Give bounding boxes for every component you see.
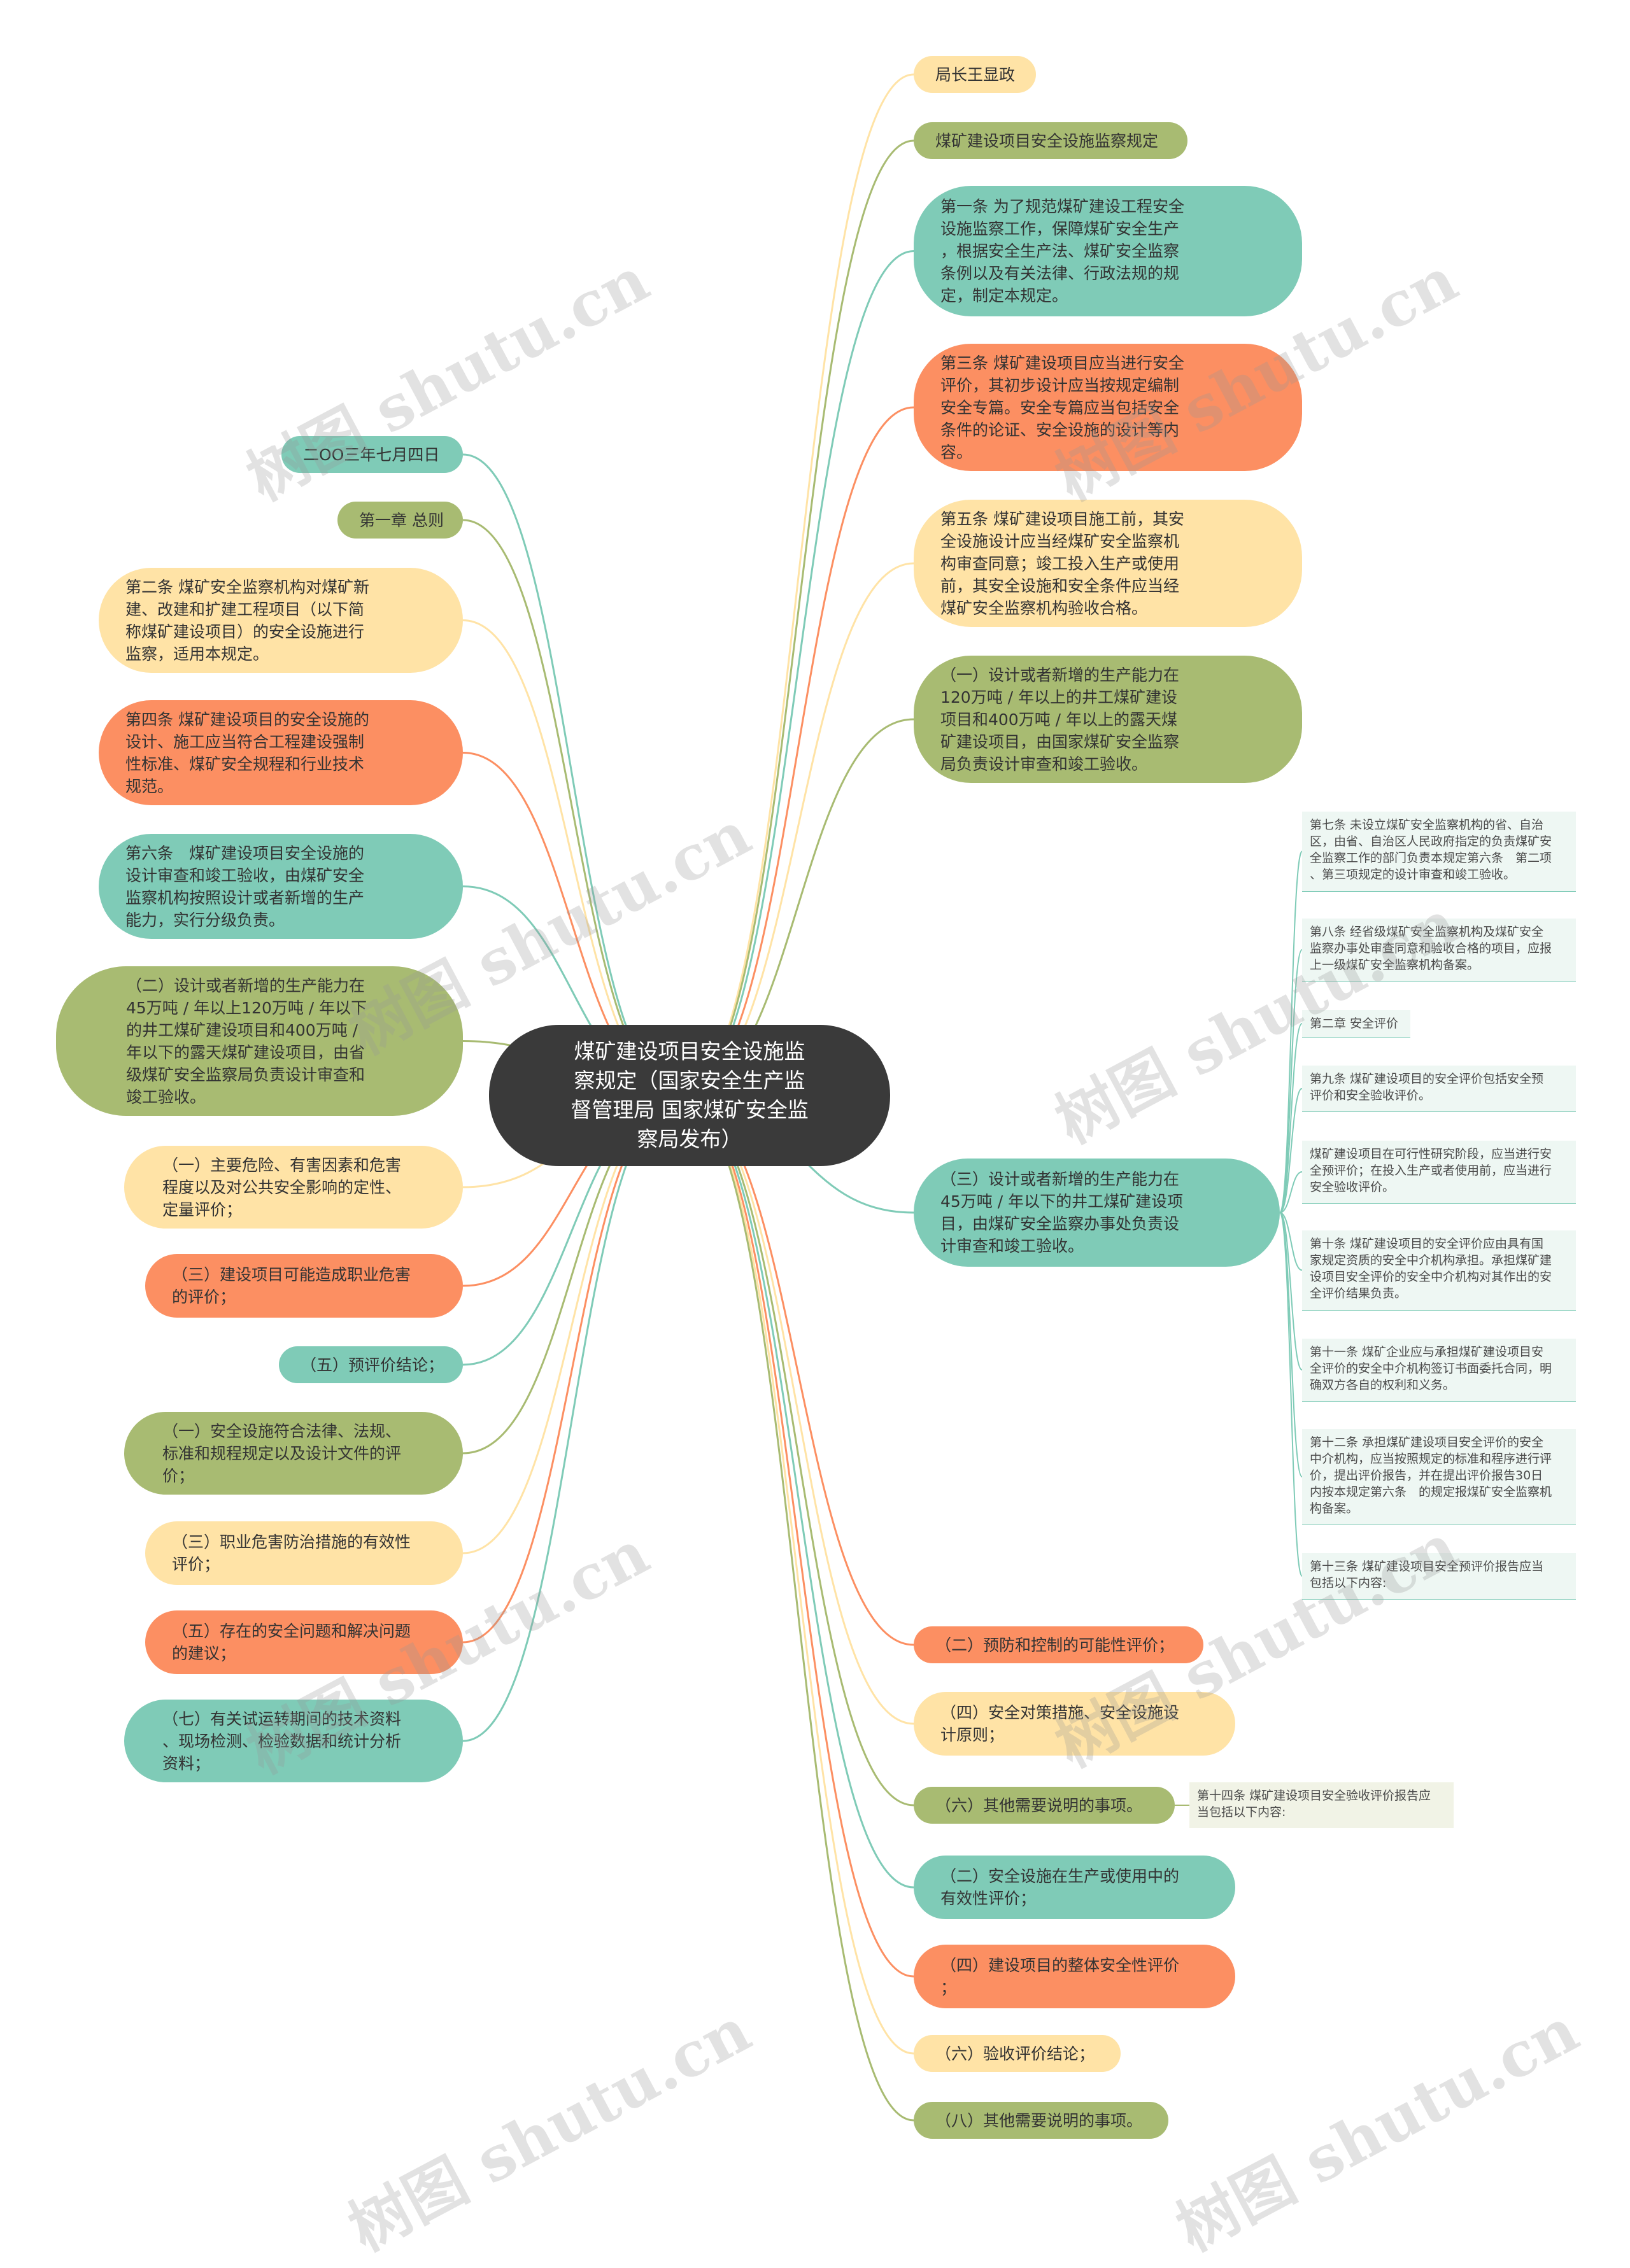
branch-connector: [462, 453, 682, 1097]
left-node-article-6[interactable]: 第六条 煤矿建设项目安全设施的 设计审查和竣工验收，由煤矿安全 监察机构按照设计…: [99, 834, 463, 939]
branch-connector: [681, 1094, 914, 2055]
sub-leaf-article-8[interactable]: 第八条 经省级煤矿安全监察机构及煤矿安全 监察办事处审查同意和验收合格的项目，应…: [1302, 919, 1576, 981]
right-node-article-1[interactable]: 第一条 为了规范煤矿建设工程安全 设施监察工作，保障煤矿安全生产 ，根据安全生产…: [914, 186, 1302, 316]
branch-connector: [462, 1094, 682, 1644]
branch-connector: [681, 1094, 914, 1646]
leaf-connector: [1279, 850, 1303, 1213]
right-node-article-3[interactable]: 第三条 煤矿建设项目应当进行安全 评价，其初步设计应当按规定编制 安全专篇。安全…: [914, 344, 1302, 471]
left-node-occupational-measures[interactable]: （三）职业危害防治措施的有效性 评价；: [145, 1521, 463, 1585]
sub-leaf-article-13[interactable]: 第十三条 煤矿建设项目安全预评价报告应当 包括以下内容:: [1302, 1553, 1576, 1599]
right-node-article-5[interactable]: 第五条 煤矿建设项目施工前，其安 全设施设计应当经煤矿安全监察机 构审查同意；竣…: [914, 500, 1302, 627]
right-node-other-matters-2[interactable]: （八）其他需要说明的事项。: [914, 2102, 1168, 2139]
left-node-safety-problems[interactable]: （五）存在的安全问题和解决问题 的建议；: [145, 1610, 463, 1674]
right-node-facility-effectiveness[interactable]: （二）安全设施在生产或使用中的 有效性评价；: [914, 1856, 1235, 1919]
sub-leaf-article-12[interactable]: 第十二条 承担煤矿建设项目安全评价的安全 中介机构，应当按照规定的标准和程序进行…: [1302, 1429, 1576, 1525]
left-node-article-4[interactable]: 第四条 煤矿建设项目的安全设施的 设计、施工应当符合工程建设强制 性标准、煤矿安…: [99, 700, 463, 805]
left-node-compliance-eval[interactable]: （一）安全设施符合法律、法规、 标准和规程规定以及设计文件的评 价；: [124, 1412, 463, 1495]
leaf-connector: [1279, 1212, 1303, 1477]
branch-connector: [681, 139, 914, 1097]
leaf-connector: [1279, 1212, 1303, 1370]
right-node-regulation-title[interactable]: 煤矿建设项目安全设施监察规定: [914, 122, 1187, 159]
left-node-chapter-1[interactable]: 第一章 总则: [337, 502, 463, 539]
right-node-other-matters-1[interactable]: （六）其他需要说明的事项。: [914, 1787, 1175, 1824]
branch-connector: [681, 1094, 914, 1978]
left-node-occupational-hazard[interactable]: （三）建设项目可能造成职业危害 的评价；: [145, 1254, 463, 1318]
branch-connector: [681, 562, 914, 1097]
branch-connector: [681, 73, 914, 1097]
leaf-connector: [1279, 1171, 1303, 1213]
branch-connector: [681, 406, 914, 1097]
right-node-overall-safety[interactable]: （四）建设项目的整体安全性评价 ；: [914, 1945, 1235, 2008]
sub-leaf-article-7[interactable]: 第七条 未设立煤矿安全监察机构的省、自治 区，由省、自治区人民政府指定的负责煤矿…: [1302, 812, 1576, 891]
left-node-trial-run-data[interactable]: （七）有关试运转期间的技术资料 、现场检测、检验数据和统计分析 资料；: [124, 1700, 463, 1782]
left-node-article-2[interactable]: 第二条 煤矿安全监察机构对煤矿新 建、改建和扩建工程项目（以下简 称煤矿建设项目…: [99, 568, 463, 673]
sub-leaf-feasibility-stage[interactable]: 煤矿建设项目在可行性研究阶段，应当进行安 全预评价；在投入生产或者使用前，应当进…: [1302, 1141, 1576, 1203]
branch-connector: [681, 1094, 914, 2122]
leaf-connector: [1279, 1088, 1303, 1213]
sub-leaf-article-9[interactable]: 第九条 煤矿建设项目的安全评价包括安全预 评价和安全验收评价。: [1302, 1066, 1576, 1111]
branch-connector: [681, 1094, 914, 1889]
sub-leaf-article-10[interactable]: 第十条 煤矿建设项目的安全评价应由具有国 家规定资质的安全中介机构承担。承担煤矿…: [1302, 1230, 1576, 1310]
right-node-director[interactable]: 局长王显政: [914, 56, 1036, 93]
branch-connector: [681, 1094, 914, 1807]
sub-leaf-article-11[interactable]: 第十一条 煤矿企业应与承担煤矿建设项目安 全评价的安全中介机构签订书面委托合同，…: [1302, 1339, 1576, 1401]
leaf-connector: [1279, 1023, 1303, 1213]
left-node-date[interactable]: 二OO三年七月四日: [281, 436, 463, 473]
sub-leaf-article-14[interactable]: 第十四条 煤矿建设项目安全验收评价报告应 当包括以下内容:: [1189, 1782, 1454, 1828]
left-node-pre-eval-conclusion[interactable]: （五）预评价结论；: [279, 1346, 463, 1383]
left-node-hazard-eval[interactable]: （一）主要危险、有害因素和危害 程度以及对公共安全影响的定性、 定量评价；: [124, 1146, 463, 1229]
right-node-acceptance-conclusion[interactable]: （六）验收评价结论；: [914, 2035, 1121, 2072]
sub-leaf-chapter-2[interactable]: 第二章 安全评价: [1302, 1010, 1410, 1037]
branch-connector: [681, 250, 914, 1097]
root-topic[interactable]: 煤矿建设项目安全设施监 察规定（国家安全生产监 督管理局 国家煤矿安全监 察局发…: [489, 1025, 890, 1166]
right-node-prevention-eval[interactable]: （二）预防和控制的可能性评价；: [914, 1626, 1203, 1663]
right-node-national-review[interactable]: （一）设计或者新增的生产能力在 120万吨 / 年以上的井工煤矿建设 项目和40…: [914, 656, 1302, 783]
leaf-connector: [1279, 1212, 1303, 1271]
left-node-provincial-review[interactable]: （二）设计或者新增的生产能力在 45万吨 / 年以上120万吨 / 年以下 的井…: [56, 966, 463, 1116]
branch-connector: [462, 519, 682, 1097]
leaf-connector: [1279, 949, 1303, 1213]
branch-connector: [681, 1094, 914, 1725]
leaf-connector: [1279, 1212, 1303, 1577]
right-node-safety-measures[interactable]: （四）安全对策措施、安全设施设 计原则；: [914, 1692, 1235, 1756]
right-node-office-review[interactable]: （三）设计或者新增的生产能力在 45万吨 / 年以下的井工煤矿建设项 目，由煤矿…: [914, 1159, 1280, 1267]
